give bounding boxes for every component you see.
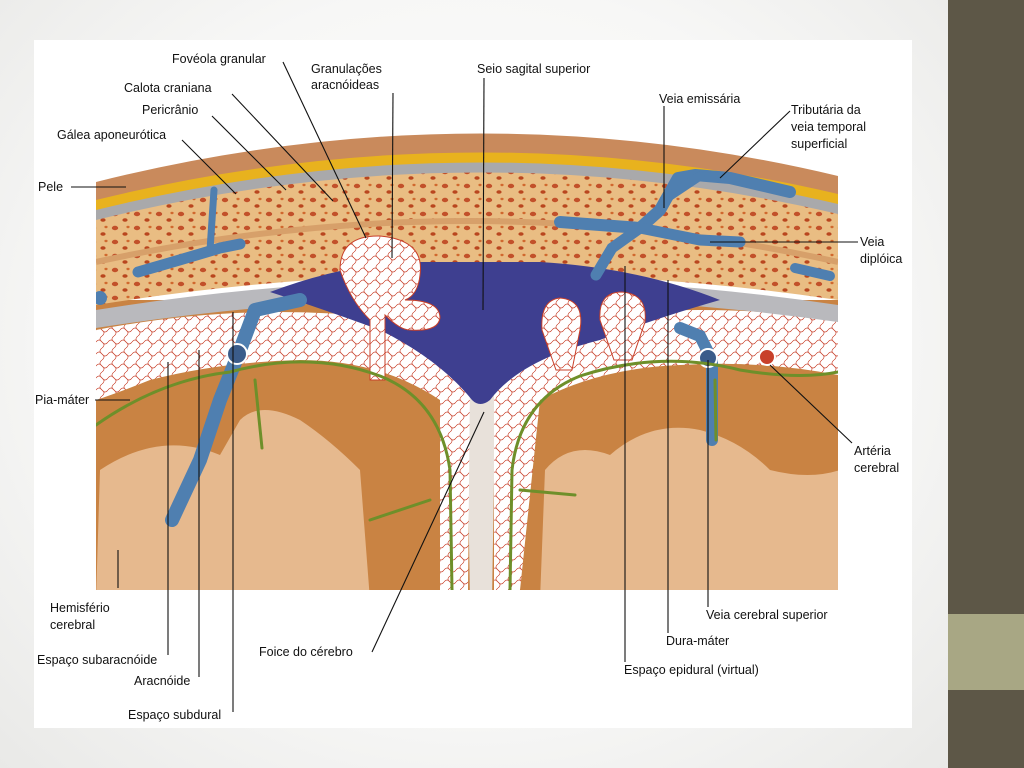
slide-sidebar-accent (948, 614, 1024, 690)
leader-granulacoes (391, 92, 394, 259)
leader-galea (181, 139, 237, 195)
label-galea: Gálea aponeurótica (57, 128, 166, 142)
labels: Fovéola granular Granulações aracnóideas… (35, 52, 902, 722)
leader-tributaria (719, 110, 791, 179)
leader-calota (231, 93, 334, 202)
label-espaco-subdural: Espaço subdural (128, 708, 221, 722)
label-pericranio: Pericrânio (142, 103, 198, 117)
label-tributaria-line3: superficial (791, 137, 847, 151)
arachnoid-right (494, 310, 838, 590)
label-pia-mater: Pia-máter (35, 393, 89, 407)
label-hemisferio-line2: cerebral (50, 618, 95, 632)
pia-vessels (96, 359, 838, 590)
label-espaco-epidural: Espaço epidural (virtual) (624, 663, 759, 677)
bridging-vein-left (165, 293, 307, 527)
label-espaco-subaracnoide: Espaço subaracnóide (37, 653, 157, 667)
label-veia-cerebral-superior: Veia cerebral superior (706, 608, 828, 622)
cerebral-artery (758, 348, 776, 366)
granulation-2 (541, 297, 582, 371)
label-calota: Calota craniana (124, 81, 212, 95)
falx-gap (466, 360, 496, 590)
bridging-vein-right (674, 322, 718, 446)
leader-seio (482, 77, 485, 311)
label-pele: Pele (38, 180, 63, 194)
label-aracnoide: Aracnóide (134, 674, 190, 688)
label-foice-do-cerebro: Foice do cérebro (259, 645, 353, 659)
label-foveola-granular: Fovéola granular (172, 52, 266, 66)
leader-arteria (769, 364, 853, 444)
label-dura-mater: Dura-máter (666, 634, 729, 648)
leader-foveola (282, 61, 367, 239)
label-tributaria-line2: veia temporal (791, 120, 866, 134)
label-hemisferio-line1: Hemisfério (50, 601, 110, 615)
diploic-vein-left-end (96, 291, 107, 305)
granulation-1 (339, 235, 441, 381)
label-tributaria-line1: Tributária da (791, 103, 861, 117)
label-granulacoes-line1: Granulações (311, 62, 382, 76)
label-veia-diploica-line1: Veia (860, 235, 884, 249)
white-matter-right (540, 427, 838, 590)
arachnoid-left (96, 312, 470, 590)
label-seio-sagital: Seio sagital superior (477, 62, 590, 76)
skull-bone (96, 166, 838, 305)
diploic-vein-left-upper (206, 186, 218, 254)
label-veia-diploica-line2: diplóica (860, 252, 902, 266)
anatomy-layers (96, 133, 838, 590)
label-arteria-line2: cerebral (854, 461, 899, 475)
label-granulacoes-line2: aracnóideas (311, 78, 379, 92)
leader-lines (71, 61, 858, 712)
diploic-vein-left (132, 238, 246, 278)
leader-foice (371, 411, 485, 653)
skin-layer (96, 133, 838, 200)
diploic-vein-right (790, 263, 835, 281)
emissary-vein-branch (590, 222, 746, 281)
label-veia-emissaria: Veia emissária (659, 92, 740, 106)
leader-pericranio (211, 115, 287, 191)
bridging-vein-left-lumen (226, 343, 248, 365)
label-arteria-line1: Artéria (854, 444, 891, 458)
